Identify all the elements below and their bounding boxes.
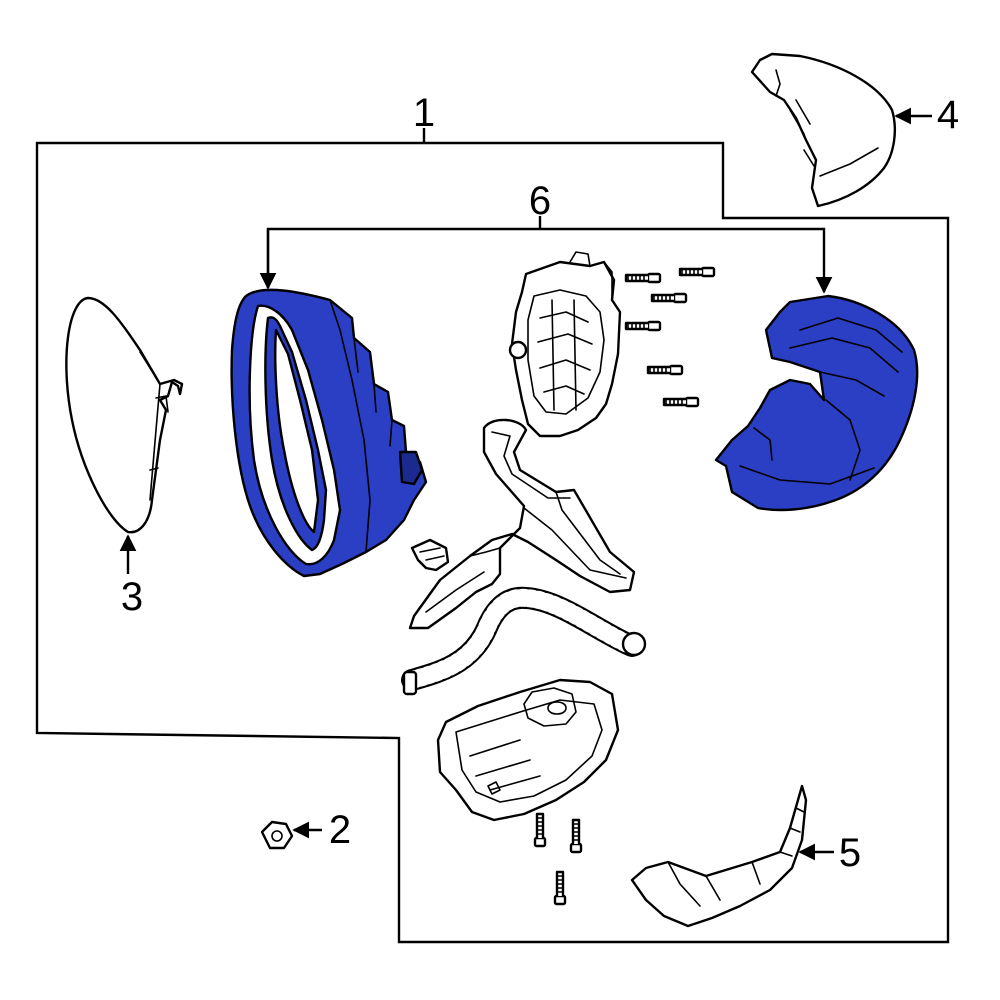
callout-6: 6	[529, 179, 551, 223]
mirror-base	[436, 678, 620, 822]
base-bolts	[533, 812, 583, 906]
mounting-screws	[624, 266, 716, 408]
mirror-housing-frame	[230, 288, 428, 578]
assembly-boundary	[35, 128, 950, 944]
callout-4: 4	[937, 93, 959, 137]
mirror-arm	[408, 418, 636, 630]
sub-assembly-bracket	[259, 216, 833, 294]
callout-3: 3	[121, 575, 143, 619]
mirror-cover-cap	[750, 52, 932, 208]
mirror-actuator-motor	[508, 251, 622, 438]
wire-harness	[401, 586, 647, 696]
callout-2: 2	[329, 808, 351, 852]
callout-1: 1	[413, 91, 435, 135]
nut	[260, 820, 322, 850]
small-clip	[410, 538, 450, 572]
callout-5: 5	[839, 831, 861, 875]
mirror-lower-cover	[630, 784, 834, 928]
mirror-housing-shell	[714, 294, 919, 512]
mirror-glass	[65, 296, 184, 574]
